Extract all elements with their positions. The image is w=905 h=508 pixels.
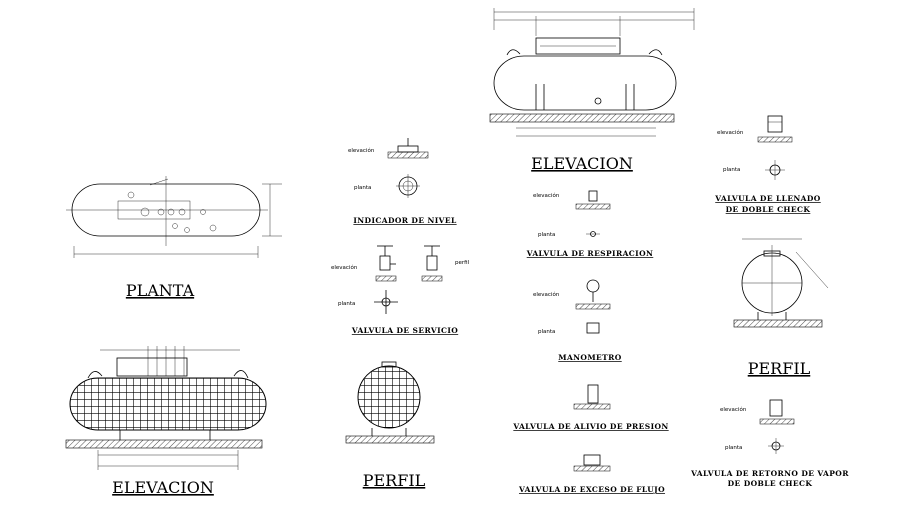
indicador-nivel-detail: elevación planta — [348, 138, 429, 198]
respiracion-elevacion-label: elevación — [533, 192, 560, 199]
manometro-detail: elevación planta — [533, 279, 611, 335]
valvula-servicio-detail: elevación perfil planta — [331, 245, 470, 314]
elevacion-left-title: ELEVACION — [112, 478, 214, 497]
elevacion-top-view — [489, 8, 695, 137]
valvula-exceso-detail — [573, 454, 611, 472]
valvula-alivio-detail — [573, 384, 611, 410]
valvula-retorno-detail: elevación planta — [720, 399, 795, 454]
indicador-planta-label: planta — [354, 185, 371, 191]
retorno-elevacion-label: elevación — [720, 406, 747, 413]
valvula-servicio-title: VALVULA DE SERVICIO — [351, 326, 458, 335]
perfil-right-title: PERFIL — [748, 359, 811, 378]
perfil-right-view — [733, 238, 829, 328]
valvula-llenado-title-2: DE DOBLE CHECK — [726, 205, 811, 214]
llenado-planta-label: planta — [723, 167, 740, 173]
perfil-center-title: PERFIL — [363, 471, 426, 490]
valvula-llenado-title-1: VALVULA DE LLENADO — [714, 194, 821, 203]
manometro-planta-label: planta — [538, 329, 555, 335]
llenado-elevacion-label: elevación — [717, 129, 744, 136]
planta-title: PLANTA — [126, 281, 195, 300]
valvula-exceso-title: VALVULA DE EXCESO DE FLUJO — [518, 485, 665, 494]
planta-view — [66, 176, 282, 258]
manometro-title: MANOMETRO — [558, 353, 622, 362]
perfil-center-view — [345, 361, 435, 444]
respiracion-planta-label: planta — [538, 232, 555, 238]
retorno-planta-label: planta — [725, 445, 742, 451]
manometro-elevacion-label: elevación — [533, 291, 560, 298]
servicio-perfil-label: perfil — [455, 260, 470, 266]
servicio-planta-label: planta — [338, 301, 355, 307]
elevacion-left-view — [65, 346, 267, 470]
valvula-llenado-detail: elevación planta — [717, 115, 793, 180]
valvula-retorno-title-2: DE DOBLE CHECK — [728, 479, 813, 488]
indicador-nivel-title: INDICADOR DE NIVEL — [353, 216, 457, 225]
valvula-respiracion-detail: elevación planta — [533, 190, 611, 238]
valvula-retorno-title-1: VALVULA DE RETORNO DE VAPOR — [690, 469, 849, 478]
valvula-respiracion-title: VALVULA DE RESPIRACION — [526, 249, 654, 258]
indicador-elevacion-label: elevación — [348, 147, 375, 154]
servicio-elevacion-label: elevación — [331, 264, 358, 271]
elevacion-top-title: ELEVACION — [531, 154, 633, 173]
valvula-alivio-title: VALVULA DE ALIVIO DE PRESION — [512, 422, 668, 431]
